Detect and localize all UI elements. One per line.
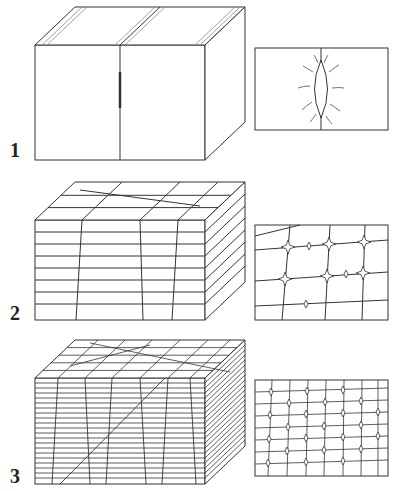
callout-number: 1 bbox=[10, 140, 20, 160]
fracture-face-two bbox=[255, 225, 388, 320]
callout-number: 3 bbox=[10, 466, 20, 486]
block-one bbox=[35, 7, 245, 160]
fracture-face-three bbox=[255, 380, 388, 476]
block-two bbox=[35, 182, 245, 320]
block-three bbox=[35, 340, 245, 484]
callout-number: 2 bbox=[10, 303, 20, 323]
fracture-face-one bbox=[255, 48, 388, 130]
